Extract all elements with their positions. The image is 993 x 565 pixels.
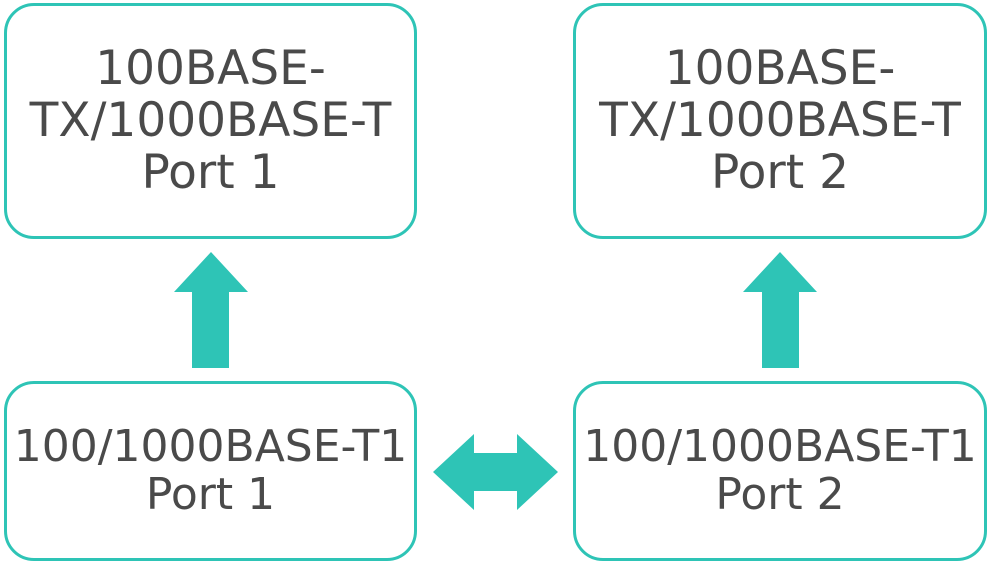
box-1000base-t1-port-1: 100/1000BASE-T1 Port 1 — [4, 381, 417, 561]
bidirectional-arrow-icon — [433, 434, 558, 510]
box-label-line-2: Port 1 — [145, 469, 276, 520]
box-label-line-1: 100/1000BASE-T1 — [583, 420, 977, 472]
up-arrow-icon — [743, 252, 817, 368]
box-1000base-t1-port-2: 100/1000BASE-T1 Port 2 — [573, 381, 987, 561]
box-label-line-1: 100BASE- — [95, 41, 326, 97]
box-label-line-2: TX/1000BASE-T — [29, 93, 392, 149]
box-100base-tx-port-2: 100BASE- TX/1000BASE-T Port 2 — [573, 3, 987, 239]
box-label-line-1: 100/1000BASE-T1 — [13, 420, 408, 472]
box-label-line-3: Port 1 — [141, 144, 280, 200]
box-label-line-1: 100BASE- — [664, 41, 896, 97]
box-label-line-2: Port 2 — [715, 469, 845, 520]
box-100base-tx-port-1: 100BASE- TX/1000BASE-T Port 1 — [4, 3, 417, 239]
box-label-line-2: TX/1000BASE-T — [599, 93, 961, 149]
box-label-line-3: Port 2 — [710, 144, 850, 200]
up-arrow-icon — [174, 252, 248, 368]
